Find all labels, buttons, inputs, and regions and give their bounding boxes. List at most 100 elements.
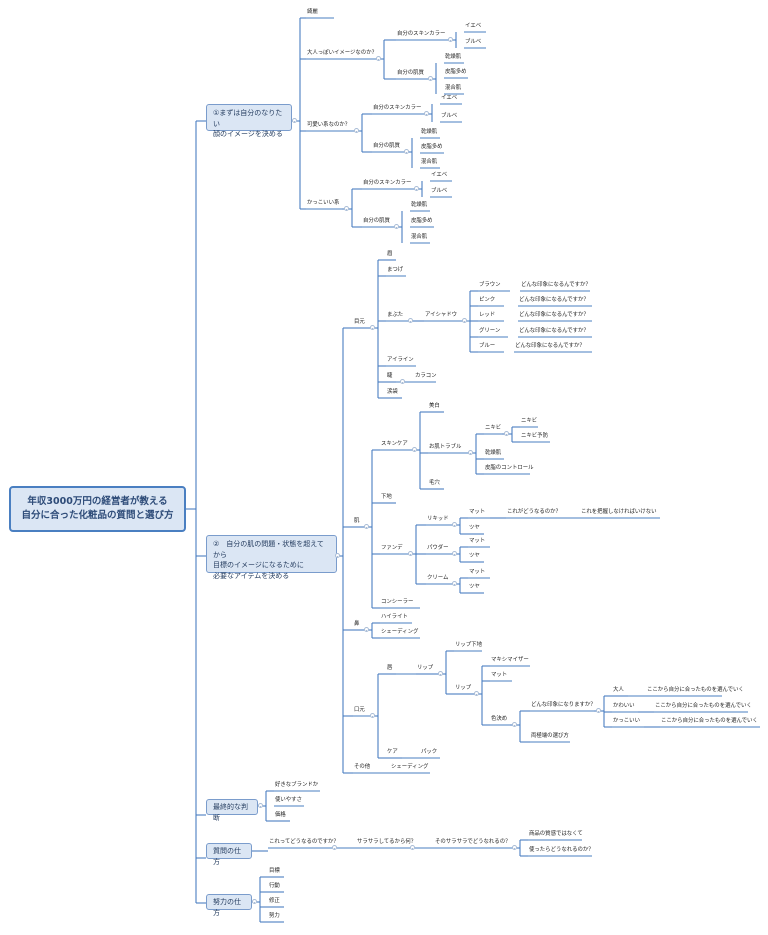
node-pink[interactable]: ピンク (479, 297, 496, 303)
node-hada-trouble[interactable]: お肌トラブル (429, 444, 462, 450)
node-suki-brand[interactable]: 好きなブランドか (275, 782, 319, 788)
collapse-toggle-icon[interactable] (428, 76, 433, 81)
node-nikibi2[interactable]: ニキビ (521, 418, 538, 424)
node-q-sarasara[interactable]: サラサラしてるから何？ (357, 839, 417, 845)
node-otona[interactable]: 大人っぽいイメージなのか？ (307, 50, 377, 56)
node-blue[interactable]: ブルベ (465, 39, 482, 45)
node-tsuya[interactable]: ツヤ (469, 553, 480, 559)
node-shading[interactable]: シェーディング (381, 629, 419, 635)
collapse-toggle-icon[interactable] (344, 206, 349, 211)
node-oily[interactable]: 皮脂多め (445, 69, 467, 75)
collapse-toggle-icon[interactable] (400, 379, 405, 384)
node-namae[interactable]: 綺麗 (307, 9, 318, 15)
node-combo[interactable]: 混合肌 (411, 234, 428, 240)
node-yellow[interactable]: イエベ (465, 23, 482, 29)
collapse-toggle-icon[interactable] (452, 581, 457, 586)
node-q-impression[interactable]: どんな印象になるんですか？ (519, 297, 589, 303)
collapse-toggle-icon[interactable] (462, 318, 467, 323)
branch-final-judgment[interactable]: 最終的な判断 (206, 799, 258, 822)
collapse-toggle-icon[interactable] (468, 450, 473, 455)
node-tsukaiyasui[interactable]: 使いやすさ (275, 797, 302, 803)
node-eye-lash[interactable]: 睫 (387, 373, 393, 379)
node-hada[interactable]: 肌 (354, 518, 360, 524)
node-q-impression[interactable]: どんな印象になるんですか？ (515, 343, 585, 349)
node-matte[interactable]: マット (469, 509, 486, 515)
collapse-toggle-icon[interactable] (474, 691, 479, 696)
node-eyeliner[interactable]: アイライン (387, 357, 414, 363)
node-combo[interactable]: 混合肌 (445, 85, 462, 91)
collapse-toggle-icon[interactable] (354, 128, 359, 133)
node-skin-color[interactable]: 自分のスキンカラー (363, 180, 412, 186)
node-shitaji[interactable]: 下地 (381, 494, 392, 500)
collapse-toggle-icon[interactable] (376, 56, 381, 61)
collapse-toggle-icon[interactable] (258, 803, 263, 808)
node-doryoku[interactable]: 努力 (269, 913, 280, 919)
node-cream[interactable]: クリーム (427, 575, 449, 581)
node-lip-shitaji[interactable]: リップ下地 (455, 642, 482, 648)
node-mayu[interactable]: 眉 (387, 251, 393, 257)
node-care[interactable]: ケア (387, 749, 398, 755)
node-hana[interactable]: 鼻 (354, 621, 360, 627)
node-eyeshadow[interactable]: アイシャドウ (425, 312, 458, 318)
collapse-toggle-icon[interactable] (332, 845, 337, 850)
node-pack[interactable]: パック (421, 749, 438, 755)
collapse-toggle-icon[interactable] (414, 186, 419, 191)
node-kuchibiru[interactable]: 唇 (387, 665, 393, 671)
node-kawaii2[interactable]: かわいい (613, 703, 635, 709)
branch-question-method[interactable]: 質問の仕方 (206, 843, 252, 866)
node-shohin[interactable]: 商品の質感ではなくて (529, 831, 583, 837)
collapse-toggle-icon[interactable] (408, 551, 413, 556)
node-yellow[interactable]: イエベ (441, 95, 458, 101)
node-mokuhyou[interactable]: 目標 (269, 868, 280, 874)
collapse-toggle-icon[interactable] (452, 551, 457, 556)
node-liquid[interactable]: リキッド (427, 516, 449, 522)
node-oily[interactable]: 皮脂多め (411, 218, 433, 224)
node-hada-shitsu[interactable]: 自分の肌質 (397, 70, 424, 76)
node-powder[interactable]: パウダー (427, 545, 449, 551)
collapse-toggle-icon[interactable] (512, 845, 517, 850)
node-maximizer[interactable]: マキシマイザー (491, 657, 529, 663)
node-blue[interactable]: ブルベ (431, 188, 448, 194)
node-skin-color[interactable]: 自分のスキンカラー (397, 31, 446, 37)
collapse-toggle-icon[interactable] (438, 671, 443, 676)
node-dry[interactable]: 乾燥肌 (421, 129, 438, 135)
node-lip[interactable]: リップ (455, 685, 472, 691)
node-namida[interactable]: 涙袋 (387, 389, 398, 395)
node-kokokara[interactable]: ここから自分に合ったものを選んでいく (647, 687, 744, 693)
collapse-toggle-icon[interactable] (370, 325, 375, 330)
node-mabuta[interactable]: まぶた (387, 312, 404, 318)
node-kokokara[interactable]: ここから自分に合ったものを選んでいく (655, 703, 752, 709)
node-tsuya[interactable]: ツヤ (469, 584, 480, 590)
node-q-koreha[interactable]: これってどうなるのですか？ (269, 839, 339, 845)
node-kokokara[interactable]: ここから自分に合ったものを選んでいく (661, 718, 758, 724)
node-q-impression[interactable]: どんな印象になるんですか？ (519, 328, 589, 334)
node-shading2[interactable]: シェーディング (391, 764, 429, 770)
collapse-toggle-icon[interactable] (370, 713, 375, 718)
node-iro-kime[interactable]: 色決め (491, 716, 508, 722)
node-matte[interactable]: マット (469, 538, 486, 544)
node-tsukatta[interactable]: 使ったらどうなれるのか？ (529, 847, 594, 853)
node-concealer[interactable]: コンシーラー (381, 599, 414, 605)
node-highlight[interactable]: ハイライト (381, 614, 408, 620)
collapse-toggle-icon[interactable] (364, 627, 369, 632)
branch-face-image[interactable]: ①まずは自分のなりたい 顔のイメージを決める (206, 104, 292, 138)
node-hishi-control[interactable]: 皮脂のコントロール (485, 465, 534, 471)
root-topic[interactable]: 年収3000万円の経営者が教える 自分に合った化粧品の質問と選び方 (9, 486, 186, 532)
node-kuchimoto[interactable]: 口元 (354, 707, 365, 713)
node-sonota[interactable]: その他 (354, 764, 371, 770)
node-q-impression2[interactable]: どんな印象になりますか？ (531, 702, 596, 708)
node-brown[interactable]: ブラウン (479, 282, 501, 288)
collapse-toggle-icon[interactable] (408, 318, 413, 323)
node-q-haaku[interactable]: これを把握しなければいけない (581, 509, 657, 515)
collapse-toggle-icon[interactable] (394, 224, 399, 229)
branch-skin-items[interactable]: ② 自分の肌の問題・状態を超えてから 目標のイメージになるために 必要なアイテム… (206, 535, 337, 580)
node-kakaku[interactable]: 価格 (275, 812, 286, 818)
node-oily[interactable]: 皮脂多め (421, 144, 443, 150)
node-nikibi[interactable]: ニキビ (485, 425, 502, 431)
node-skincare[interactable]: スキンケア (381, 441, 408, 447)
node-red[interactable]: レッド (479, 312, 496, 318)
collapse-toggle-icon[interactable] (448, 37, 453, 42)
node-hada-shitsu[interactable]: 自分の肌質 (363, 218, 390, 224)
node-green[interactable]: グリーン (479, 328, 501, 334)
collapse-toggle-icon[interactable] (424, 111, 429, 116)
